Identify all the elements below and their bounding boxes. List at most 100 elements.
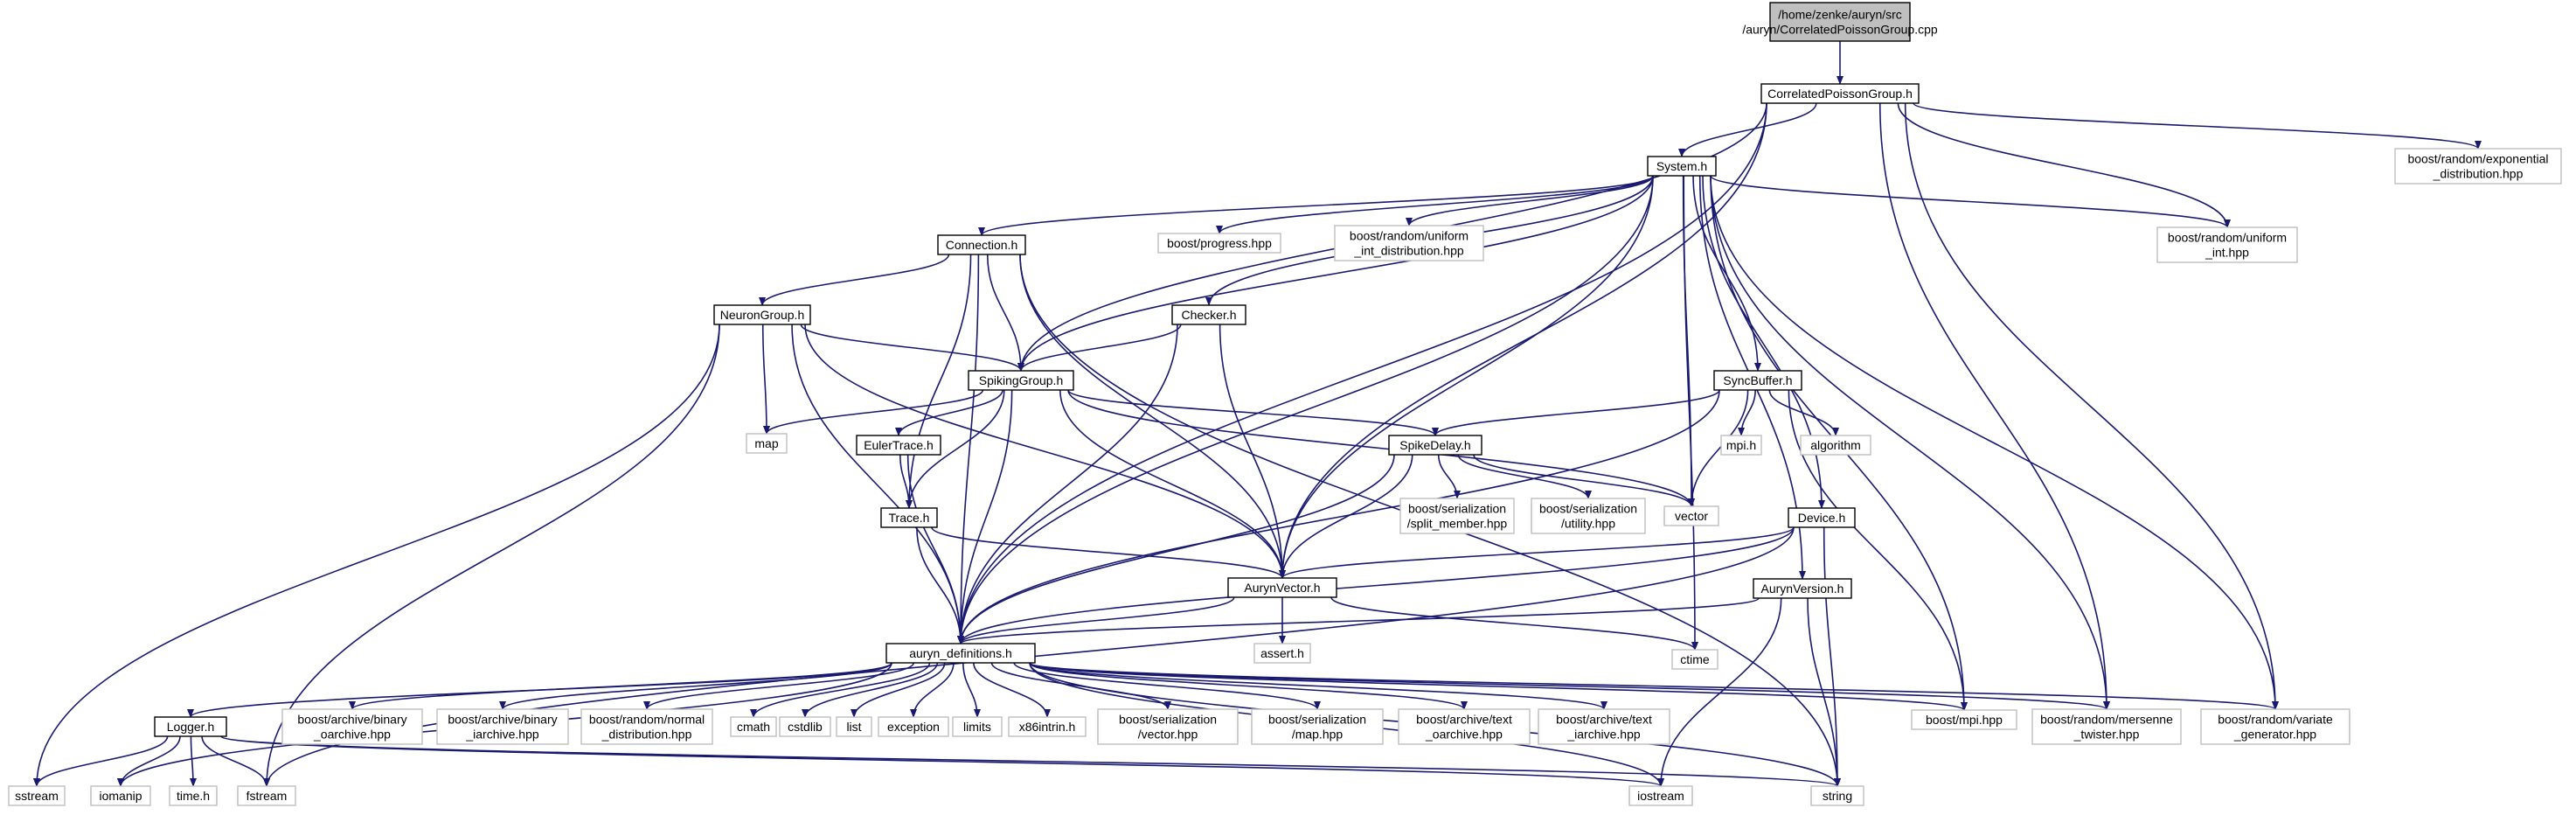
edge-aurynvector-to-defs (957, 596, 1235, 644)
node-device[interactable]: Device.h (1788, 507, 1856, 528)
node-progress[interactable]: boost/progress.hpp (1157, 233, 1281, 254)
node-box (1720, 435, 1762, 456)
node-label: Logger.h (167, 720, 215, 734)
node-txtiarch[interactable]: boost/archive/text_iarchive.hpp (1538, 708, 1670, 745)
node-label: cstdlib (788, 720, 823, 734)
node-mpih[interactable]: mpi.h (1720, 435, 1762, 456)
node-label: _int_distribution.hpp (1353, 244, 1464, 258)
edge-defs-to-txtiarch (1029, 662, 1607, 710)
node-checker[interactable]: Checker.h (1171, 304, 1246, 325)
node-logger[interactable]: Logger.h (154, 716, 227, 737)
node-label: boost/archive/text (1556, 713, 1652, 727)
node-string[interactable]: string (1810, 785, 1864, 806)
node-label: sstream (15, 789, 59, 803)
edge-spikedelay-to-utility (1457, 454, 1592, 499)
node-aurynvector[interactable]: AurynVector.h (1227, 577, 1337, 598)
node-syncbuffer[interactable]: SyncBuffer.h (1713, 370, 1802, 391)
node-label: Connection.h (946, 238, 1018, 252)
edge-spikedelay-to-splitmember (1437, 454, 1461, 499)
node-algorithm[interactable]: algorithm (1800, 435, 1871, 456)
edge-defs-to-list (851, 662, 946, 718)
node-vector[interactable]: vector (1663, 505, 1719, 526)
node-splitmember[interactable]: boost/serialization/split_member.hpp (1399, 498, 1515, 534)
node-biniarch[interactable]: boost/archive/binary_iarchive.hpp (436, 708, 569, 745)
node-sstream[interactable]: sstream (8, 785, 66, 806)
node-box (1227, 577, 1337, 598)
node-box (880, 507, 938, 528)
edge-defs-to-cmath (750, 662, 931, 718)
edge-defs-to-mpihpp (1029, 662, 1968, 711)
edge-connection-to-defs (957, 254, 980, 644)
node-box (281, 708, 423, 745)
node-ctime[interactable]: ctime (1671, 649, 1718, 670)
edge-defs-to-biniarch (499, 662, 893, 710)
node-spikinggroup[interactable]: SpikingGroup.h (968, 370, 1074, 391)
node-spikedelay[interactable]: SpikeDelay.h (1388, 435, 1482, 456)
edge-neurongroup-to-fstream (263, 324, 720, 787)
node-utility[interactable]: boost/serialization/utility.hpp (1531, 498, 1646, 534)
node-assert[interactable]: assert.h (1253, 643, 1311, 664)
node-variate[interactable]: boost/random/variate_generator.hpp (2200, 708, 2350, 745)
node-iostream[interactable]: iostream (1628, 785, 1693, 806)
node-neurongroup[interactable]: NeuronGroup.h (713, 304, 811, 325)
node-trace[interactable]: Trace.h (880, 507, 938, 528)
node-system[interactable]: System.h (1647, 156, 1717, 177)
edge-trace-to-aurynvector (931, 526, 1286, 579)
node-label: map (754, 436, 778, 450)
node-box (1788, 507, 1856, 528)
node-label: vector (1675, 509, 1708, 523)
node-timeh[interactable]: time.h (169, 785, 218, 806)
node-cstdlib[interactable]: cstdlib (779, 716, 831, 737)
node-mpihpp[interactable]: boost/mpi.hpp (1911, 709, 2017, 730)
node-label: SpikingGroup.h (979, 373, 1064, 387)
node-label: cmath (737, 720, 770, 734)
node-normdist[interactable]: boost/random/normal_distribution.hpp (580, 708, 713, 745)
edges-layer (33, 41, 2482, 787)
node-mersenne[interactable]: boost/random/mersenne_twister.hpp (2031, 708, 2182, 745)
node-iomanip[interactable]: iomanip (90, 785, 151, 806)
edge-system-to-syncbuffer (1692, 175, 1761, 372)
edge-spikinggroup-to-eulertrace (895, 389, 1003, 436)
node-box (1251, 708, 1384, 745)
edge-neurongroup-to-defs (791, 324, 964, 644)
node-box (1663, 505, 1719, 526)
node-txtoarch[interactable]: boost/archive/text_oarchive.hpp (1398, 708, 1531, 745)
node-box (2394, 148, 2562, 185)
node-root[interactable]: /home/zenke/auryn/src/auryn/CorrelatedPo… (1742, 2, 1938, 42)
node-box (1800, 435, 1871, 456)
node-connection[interactable]: Connection.h (937, 234, 1026, 255)
node-x86intrin[interactable]: x86intrin.h (1008, 716, 1087, 737)
node-exception[interactable]: exception (878, 716, 949, 737)
edge-aurynversion-to-iostream (1657, 597, 1782, 787)
node-defs[interactable]: auryn_definitions.h (885, 643, 1036, 664)
node-fstream[interactable]: fstream (237, 785, 296, 806)
node-eulertrace[interactable]: EulerTrace.h (856, 435, 941, 456)
edge-system-to-progress (1216, 175, 1654, 234)
node-map[interactable]: map (746, 433, 788, 454)
node-limits[interactable]: limits (952, 716, 1003, 737)
edge-spikedelay-to-aurynvector (1279, 454, 1413, 579)
node-uniint[interactable]: boost/random/uniform_int.hpp (2156, 226, 2298, 263)
node-sermap[interactable]: boost/serialization/map.hpp (1251, 708, 1384, 745)
edge-logger-to-timeh (189, 735, 197, 787)
node-cmath[interactable]: cmath (730, 716, 777, 737)
node-box (1097, 708, 1239, 745)
node-list[interactable]: list (836, 716, 872, 737)
node-label: mpi.h (1726, 438, 1756, 452)
node-box (1388, 435, 1482, 456)
node-box (1399, 498, 1515, 534)
node-binoarch[interactable]: boost/archive/binary_oarchive.hpp (281, 708, 423, 745)
edge-cpg-to-uniint (1897, 102, 2231, 228)
node-uniintdist[interactable]: boost/random/uniform_int_distribution.hp… (1334, 225, 1484, 261)
node-aurynversion[interactable]: AurynVersion.h (1753, 578, 1852, 599)
node-label: /map.hpp (1292, 728, 1344, 742)
edge-defs-to-x86intrin (973, 662, 1051, 718)
node-label: boost/serialization (1119, 713, 1217, 727)
node-expdist[interactable]: boost/random/exponential_distribution.hp… (2394, 148, 2562, 185)
node-servector[interactable]: boost/serialization/vector.hpp (1097, 708, 1239, 745)
node-cpg[interactable]: CorrelatedPoissonGroup.h (1760, 83, 1920, 104)
node-label: Trace.h (889, 511, 930, 525)
edge-spikinggroup-to-defs (957, 389, 1013, 644)
edge-syncbuffer-to-spikedelay (1432, 389, 1720, 436)
edge-checker-to-spikinggroup (1017, 324, 1182, 372)
